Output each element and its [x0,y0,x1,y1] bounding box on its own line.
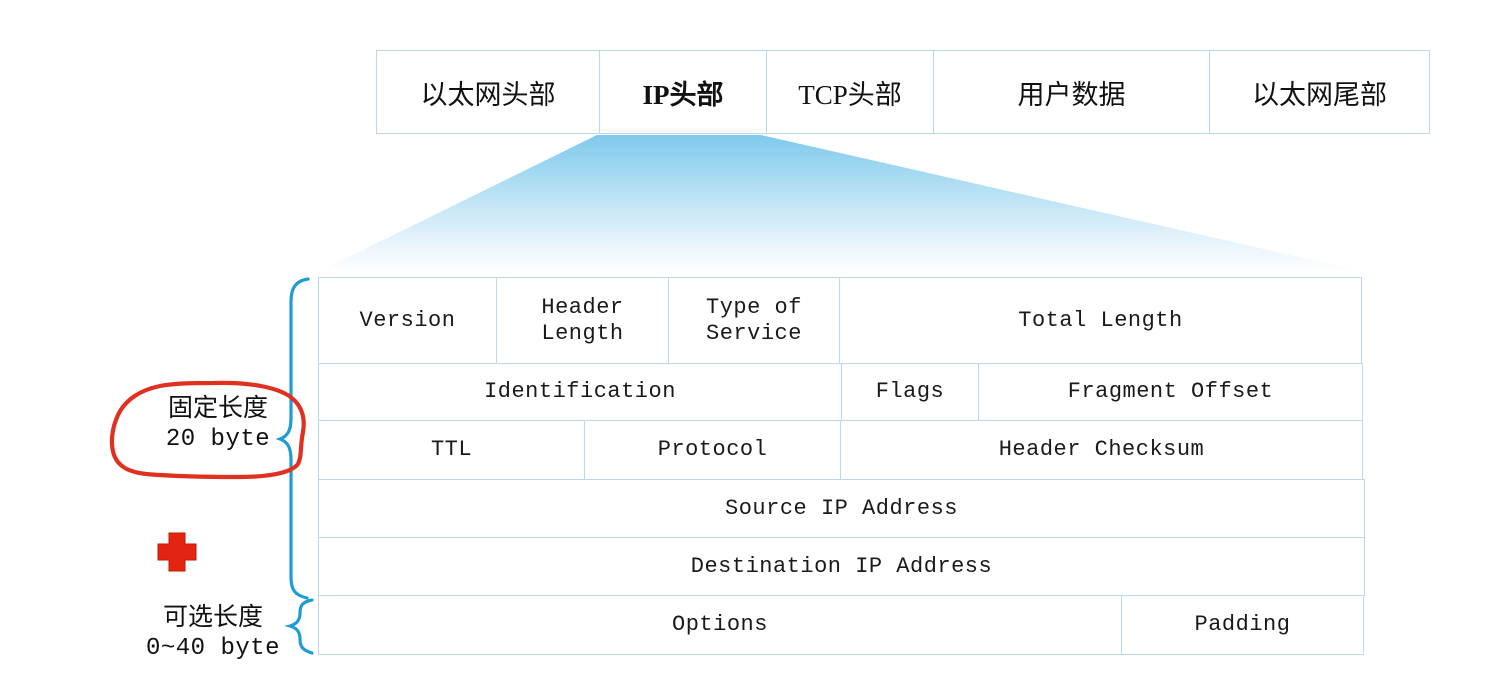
table-row: Source IP Address [318,479,1365,538]
optional-length-line2: 0~40 byte [145,635,281,662]
field-identification[interactable]: Identification [318,363,842,421]
table-row: Identification Flags Fragment Offset [318,363,1365,421]
optional-length-line1: 可选长度 [162,604,263,631]
optional-length-annotation: 可选长度 0~40 byte [128,602,298,665]
field-fragment-offset[interactable]: Fragment Offset [978,363,1363,421]
fixed-length-line1: 固定长度 [167,395,268,422]
field-destination-ip-address[interactable]: Destination IP Address [318,537,1365,596]
field-source-ip-address[interactable]: Source IP Address [318,479,1365,538]
field-padding[interactable]: Padding [1121,595,1364,655]
table-row: TTL Protocol Header Checksum [318,420,1365,480]
plus-icon [157,532,197,572]
field-flags[interactable]: Flags [841,363,979,421]
field-total-length[interactable]: Total Length [839,277,1362,364]
fixed-length-annotation: 固定长度 20 byte [138,393,298,456]
table-row: Options Padding [318,595,1365,655]
fixed-length-line2: 20 byte [165,426,271,453]
ethernet-frame-row: 以太网头部 IP头部 TCP头部 用户数据 以太网尾部 [376,50,1430,134]
field-header-checksum[interactable]: Header Checksum [840,420,1363,480]
field-version[interactable]: Version [318,277,497,364]
frame-cell-user-data[interactable]: 用户数据 [933,50,1210,134]
frame-cell-ip-header[interactable]: IP头部 [599,50,767,134]
field-protocol[interactable]: Protocol [584,420,841,480]
field-ttl[interactable]: TTL [318,420,585,480]
field-options[interactable]: Options [318,595,1122,655]
frame-cell-ethernet-header[interactable]: 以太网头部 [376,50,600,134]
table-row: Destination IP Address [318,537,1365,596]
frame-cell-tcp-header[interactable]: TCP头部 [766,50,934,134]
frame-cell-ethernet-trailer[interactable]: 以太网尾部 [1209,50,1430,134]
